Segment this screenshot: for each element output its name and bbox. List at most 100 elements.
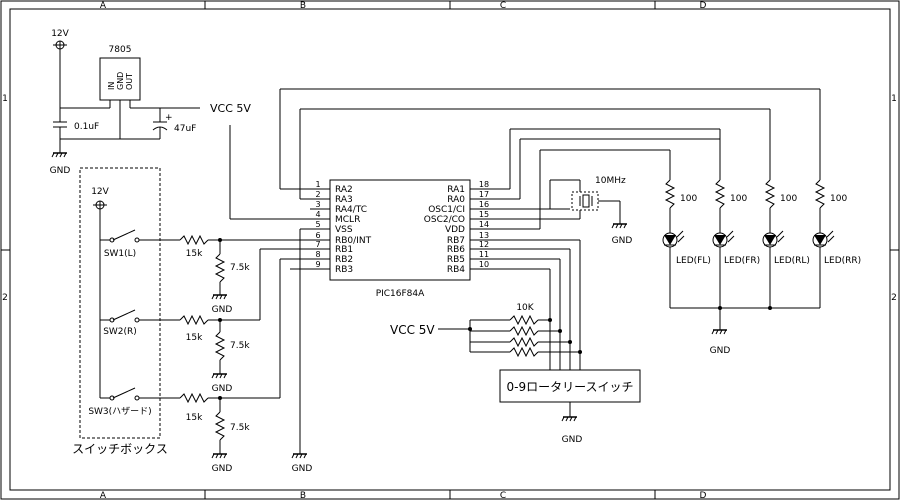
pin-name-osc2: OSC2/CO (424, 215, 465, 225)
pin-num-7: 7 (315, 240, 320, 249)
r100-fr-label: 100 (730, 194, 747, 204)
pin-name-ra2: RA2 (335, 185, 353, 195)
switch-box: スイッチボックス 12V SW1(L) SW2(R) SW3(ハザード) (72, 167, 180, 456)
reg-gnd-label: GND (50, 166, 71, 176)
cap-small-label: 0.1uF (74, 122, 99, 132)
pin-num-3: 3 (315, 200, 320, 209)
r7k5-3-label: 7.5k (230, 423, 250, 433)
pullup-r3 (509, 336, 539, 348)
gnd-2-label: GND (212, 384, 233, 394)
pin-num-6: 6 (315, 231, 320, 240)
led-gnd-icon (711, 329, 728, 335)
gnd-3-icon (211, 453, 228, 459)
reg-gnd-icon (51, 152, 68, 158)
pin-name-rb4: RB4 (447, 265, 465, 275)
led-rr-label: LED(RR) (824, 256, 861, 266)
vss-gnd-label: GND (292, 464, 313, 474)
pin-num-10: 10 (479, 260, 489, 269)
rotary-gnd-icon (561, 416, 578, 422)
pin-num-8: 8 (315, 250, 320, 259)
gnd-2-icon (211, 373, 228, 379)
switch-box-supply-icon (92, 200, 108, 210)
pin-num-18: 18 (479, 180, 489, 189)
pin-name-rb1: RB1 (335, 245, 353, 255)
sw1-label: SW1(L) (104, 249, 136, 259)
pin-name-rb3: RB3 (335, 265, 353, 275)
switch-box-supply-label: 12V (91, 187, 109, 197)
r100-rr-label: 100 (830, 194, 847, 204)
grid-col-c-bottom: C (500, 491, 506, 500)
r100-fr (714, 179, 726, 209)
crystal-gnd-label: GND (612, 236, 633, 246)
grid-col-b-bottom: B (300, 491, 306, 500)
crystal-body (571, 191, 599, 211)
rotary-gnd-label: GND (562, 435, 583, 445)
pin-name-rb7: RB7 (447, 236, 465, 246)
led-rl-icon (764, 235, 776, 245)
r7k5-3 (214, 411, 226, 441)
pin-num-9: 9 (315, 260, 320, 269)
crystal-gnd-icon (611, 223, 628, 229)
sw2-contact (112, 309, 136, 321)
rotary-switch-body (499, 369, 641, 403)
vss-gnd-icon (291, 453, 308, 459)
r15k-1-label: 15k (186, 249, 203, 259)
grid-row-1-left: 1 (2, 94, 8, 104)
grid-col-b-top: B (300, 1, 306, 11)
pin-name-mclr: MCLR (335, 215, 360, 225)
mcu-pic16f84a: PIC16F84A 1 2 3 4 5 6 7 8 9 RA2 RA3 RA4/… (291, 179, 500, 474)
pin-name-vdd: VDD (445, 225, 465, 235)
rotary-switch-name: 0-9ロータリースイッチ (506, 380, 633, 394)
reg-pin-gnd: GND (116, 72, 125, 90)
pullup-label: 10K (516, 303, 534, 313)
cap-large-label: 47uF (174, 124, 196, 134)
input-resistors: 15k 7.5k GND 15k 7.5k GND 15k 7.5k GND (179, 234, 310, 474)
pin-num-14: 14 (479, 220, 489, 229)
sw3-contact (112, 387, 136, 399)
r15k-1 (179, 234, 209, 246)
pin-num-11: 11 (479, 250, 489, 259)
pin-name-vss: VSS (335, 225, 353, 235)
rotary-switch-section: VCC 5V 10K 0-9ロータリースイッチ GND (390, 239, 641, 445)
led-fr-label: LED(FR) (724, 256, 760, 266)
pin-name-ra0: RA0 (447, 195, 465, 205)
led-rl-label: LED(RL) (774, 256, 810, 266)
grid-col-c-top: C (500, 1, 506, 11)
pin-name-rb2: RB2 (335, 255, 353, 265)
r15k-3-label: 15k (186, 413, 203, 423)
led-routing (279, 88, 820, 230)
grid-col-d-bottom: D (700, 491, 707, 500)
grid-col-a-bottom: A (100, 491, 107, 500)
reg-pin-out: OUT (125, 73, 134, 90)
led-fr-icon (714, 235, 726, 245)
pin-name-rb6: RB6 (447, 245, 465, 255)
r7k5-2 (214, 331, 226, 361)
pin-num-2: 2 (315, 190, 320, 199)
supply-12v-icon (52, 40, 68, 50)
r100-rr (814, 179, 826, 209)
led-fl-label: LED(FL) (676, 256, 711, 266)
crystal-label: 10MHz (595, 176, 626, 186)
r7k5-1-label: 7.5k (230, 263, 250, 273)
regulator-section: 12V 0.1uF GND 7805 IN GND OUT + 47uF VCC… (50, 29, 310, 220)
sw3-label: SW3(ハザード) (88, 406, 151, 417)
gnd-1-label: GND (212, 305, 233, 315)
pin-name-rb0: RB0/INT (335, 236, 372, 246)
pin-num-16: 16 (479, 200, 489, 209)
led-fl-icon (664, 235, 676, 245)
r100-rl-label: 100 (780, 194, 797, 204)
pin-name-ra4: RA4/TC (335, 205, 367, 215)
pullup-r4 (509, 346, 539, 358)
r15k-2-label: 15k (186, 333, 203, 343)
led-gnd-label: GND (710, 346, 731, 356)
led-array: 100 LED(FL) 100 LED(FR) 100 LED(RL) (662, 89, 861, 356)
r100-fl (664, 179, 676, 209)
reg-pin-in: IN (107, 82, 116, 90)
grid-row-2-left: 2 (2, 293, 8, 303)
r15k-2 (179, 314, 209, 326)
pin-num-4: 4 (315, 210, 320, 219)
pin-name-osc1: OSC1/CI (428, 205, 465, 215)
switch-box-title: スイッチボックス (72, 442, 168, 456)
pullup-r2 (509, 325, 539, 337)
